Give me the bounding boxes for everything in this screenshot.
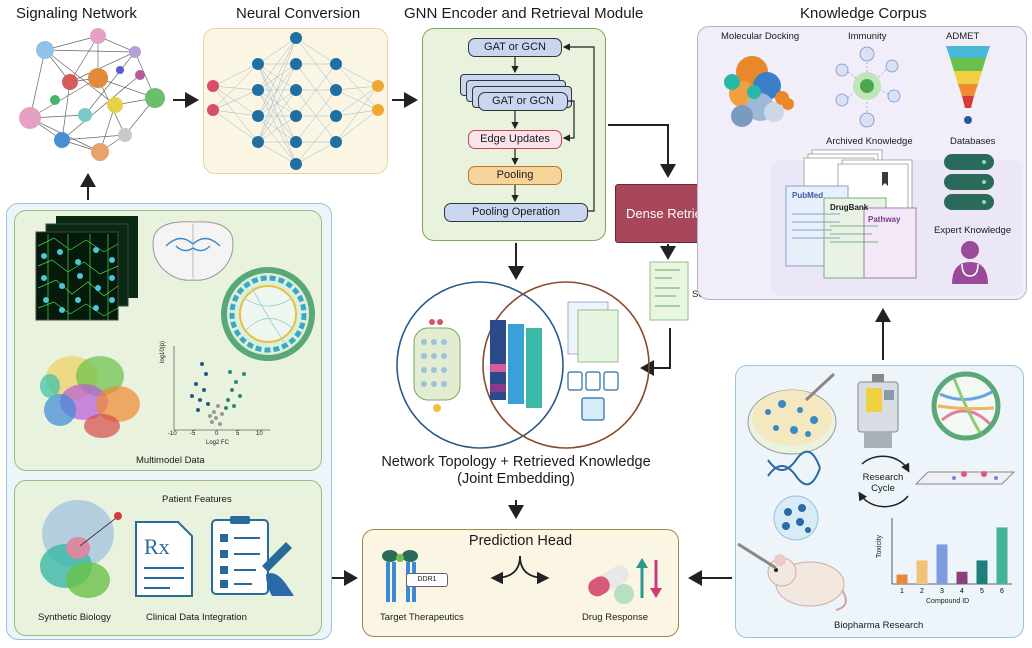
pooling-operation: Pooling Operation [444, 203, 588, 222]
toxicity-tick-label: 1 [900, 588, 904, 595]
volcano-xtick: -10 [168, 431, 177, 437]
compound-molecules-icon [773, 495, 819, 541]
protein-docking-icon [724, 56, 794, 127]
toxicity-bar [936, 544, 948, 584]
volcano-ylabel: log10(p) [160, 340, 166, 363]
signaling-network-title: Signaling Network [16, 5, 137, 22]
toxicity-bar [896, 574, 908, 584]
volcano-xtick: 10 [256, 431, 263, 437]
molecular-docking-label: Molecular Docking [721, 31, 800, 42]
dna-icon [767, 450, 821, 486]
toxicity-tick-label: 6 [1000, 588, 1004, 595]
admet-label: ADMET [946, 31, 980, 42]
petri-dish-image [747, 372, 837, 455]
neural-network-diagram [207, 32, 384, 170]
drugbank-label: DrugBank [830, 203, 869, 212]
toxicity-chart: 1 2 3 4 5 6 [874, 510, 1020, 602]
edge-updates: Edge Updates [468, 130, 562, 149]
signaling-network-graph [19, 28, 165, 161]
synthetic-biology-label: Synthetic Biology [38, 612, 111, 623]
toxicity-bar [956, 571, 968, 584]
research-cycle-label: Research Cycle [862, 472, 904, 494]
ddr1-tag: DDR1 [406, 573, 448, 587]
brain-image [152, 221, 234, 281]
target-therapeutics-label: Target Therapeutics [380, 612, 464, 623]
drug-response-label: Drug Response [582, 612, 649, 623]
expert-person-icon [952, 241, 988, 284]
checklist-icon [211, 516, 294, 596]
archived-documents-icon [785, 149, 917, 279]
toxicity-tick-label: 5 [980, 588, 984, 595]
neural-conversion-title: Neural Conversion [236, 5, 361, 22]
pooling: Pooling [468, 166, 562, 185]
immunity-label: Immunity [848, 31, 887, 42]
admet-funnel-icon [946, 46, 990, 124]
prediction-branch-arrows [490, 555, 550, 585]
knowledge-corpus-title: Knowledge Corpus [800, 5, 927, 22]
joint-line-2: (Joint Embedding) [457, 471, 575, 487]
selected-data-document [649, 261, 689, 321]
chord-diagram-image [931, 371, 1001, 441]
toxicity-bar [996, 527, 1008, 584]
toxicity-bar [976, 560, 988, 584]
biopharma-research-label: Biopharma Research [834, 620, 924, 631]
archived-knowledge-label: Archived Knowledge [826, 136, 913, 147]
toxicity-tick-label: 2 [920, 588, 924, 595]
circos-plot-image [221, 267, 315, 361]
gat-gcn-top: GAT or GCN [468, 38, 562, 57]
bioreactor-image [857, 374, 899, 448]
toxicity-xlabel: Compound ID [926, 598, 970, 605]
microscopy-stack-image [35, 216, 138, 321]
volcano-xtick: -5 [190, 431, 196, 437]
prescription-icon: Rx [135, 521, 193, 597]
gnn-flow-arrows [511, 43, 595, 212]
expert-knowledge-label: Expert Knowledge [934, 225, 1012, 236]
volcano-xtick: 0 [215, 431, 219, 437]
lab-mouse-image [737, 542, 847, 611]
drug-pill-icon [588, 558, 662, 604]
joint-embedding-caption: Network Topology + Retrieved Knowledge (… [340, 454, 692, 488]
volcano-xtick: 5 [236, 431, 240, 437]
gel-strip-image [914, 471, 1016, 485]
pathway-label: Pathway [868, 215, 901, 224]
toxicity-tick-label: 4 [960, 588, 964, 595]
toxicity-tick-label: 3 [940, 588, 944, 595]
toxicity-bar [916, 560, 928, 584]
volcano-plot [173, 346, 270, 431]
toxicity-axis [891, 518, 1012, 585]
toxicity-chart-svg: 1 2 3 4 5 6 [891, 518, 1012, 595]
joint-embedding-venn [396, 281, 650, 449]
patient-features-label: Patient Features [162, 494, 232, 505]
research-cycle-ring [858, 455, 910, 508]
joint-line-1: Network Topology + Retrieved Knowledge [381, 454, 651, 470]
toxicity-ylabel: Toxicity [876, 535, 883, 558]
multimodel-data-label: Multimodel Data [136, 455, 205, 466]
gnn-module-title: GNN Encoder and Retrieval Module [404, 5, 644, 22]
databases-label: Databases [950, 136, 996, 147]
protein-structure-image [40, 500, 122, 598]
clinical-data-label: Clinical Data Integration [146, 612, 247, 623]
volcano-xlabel: Log2 FC [206, 440, 230, 446]
prediction-head-title: Prediction Head [468, 533, 573, 549]
single-cell-cluster-image [40, 356, 140, 438]
database-icon [944, 154, 994, 210]
pubmed-label: PubMed [792, 191, 824, 200]
gat-gcn-stack: GAT or GCN [478, 92, 568, 111]
svg-text:Rx: Rx [144, 534, 170, 559]
immunity-cells-icon [835, 46, 901, 128]
